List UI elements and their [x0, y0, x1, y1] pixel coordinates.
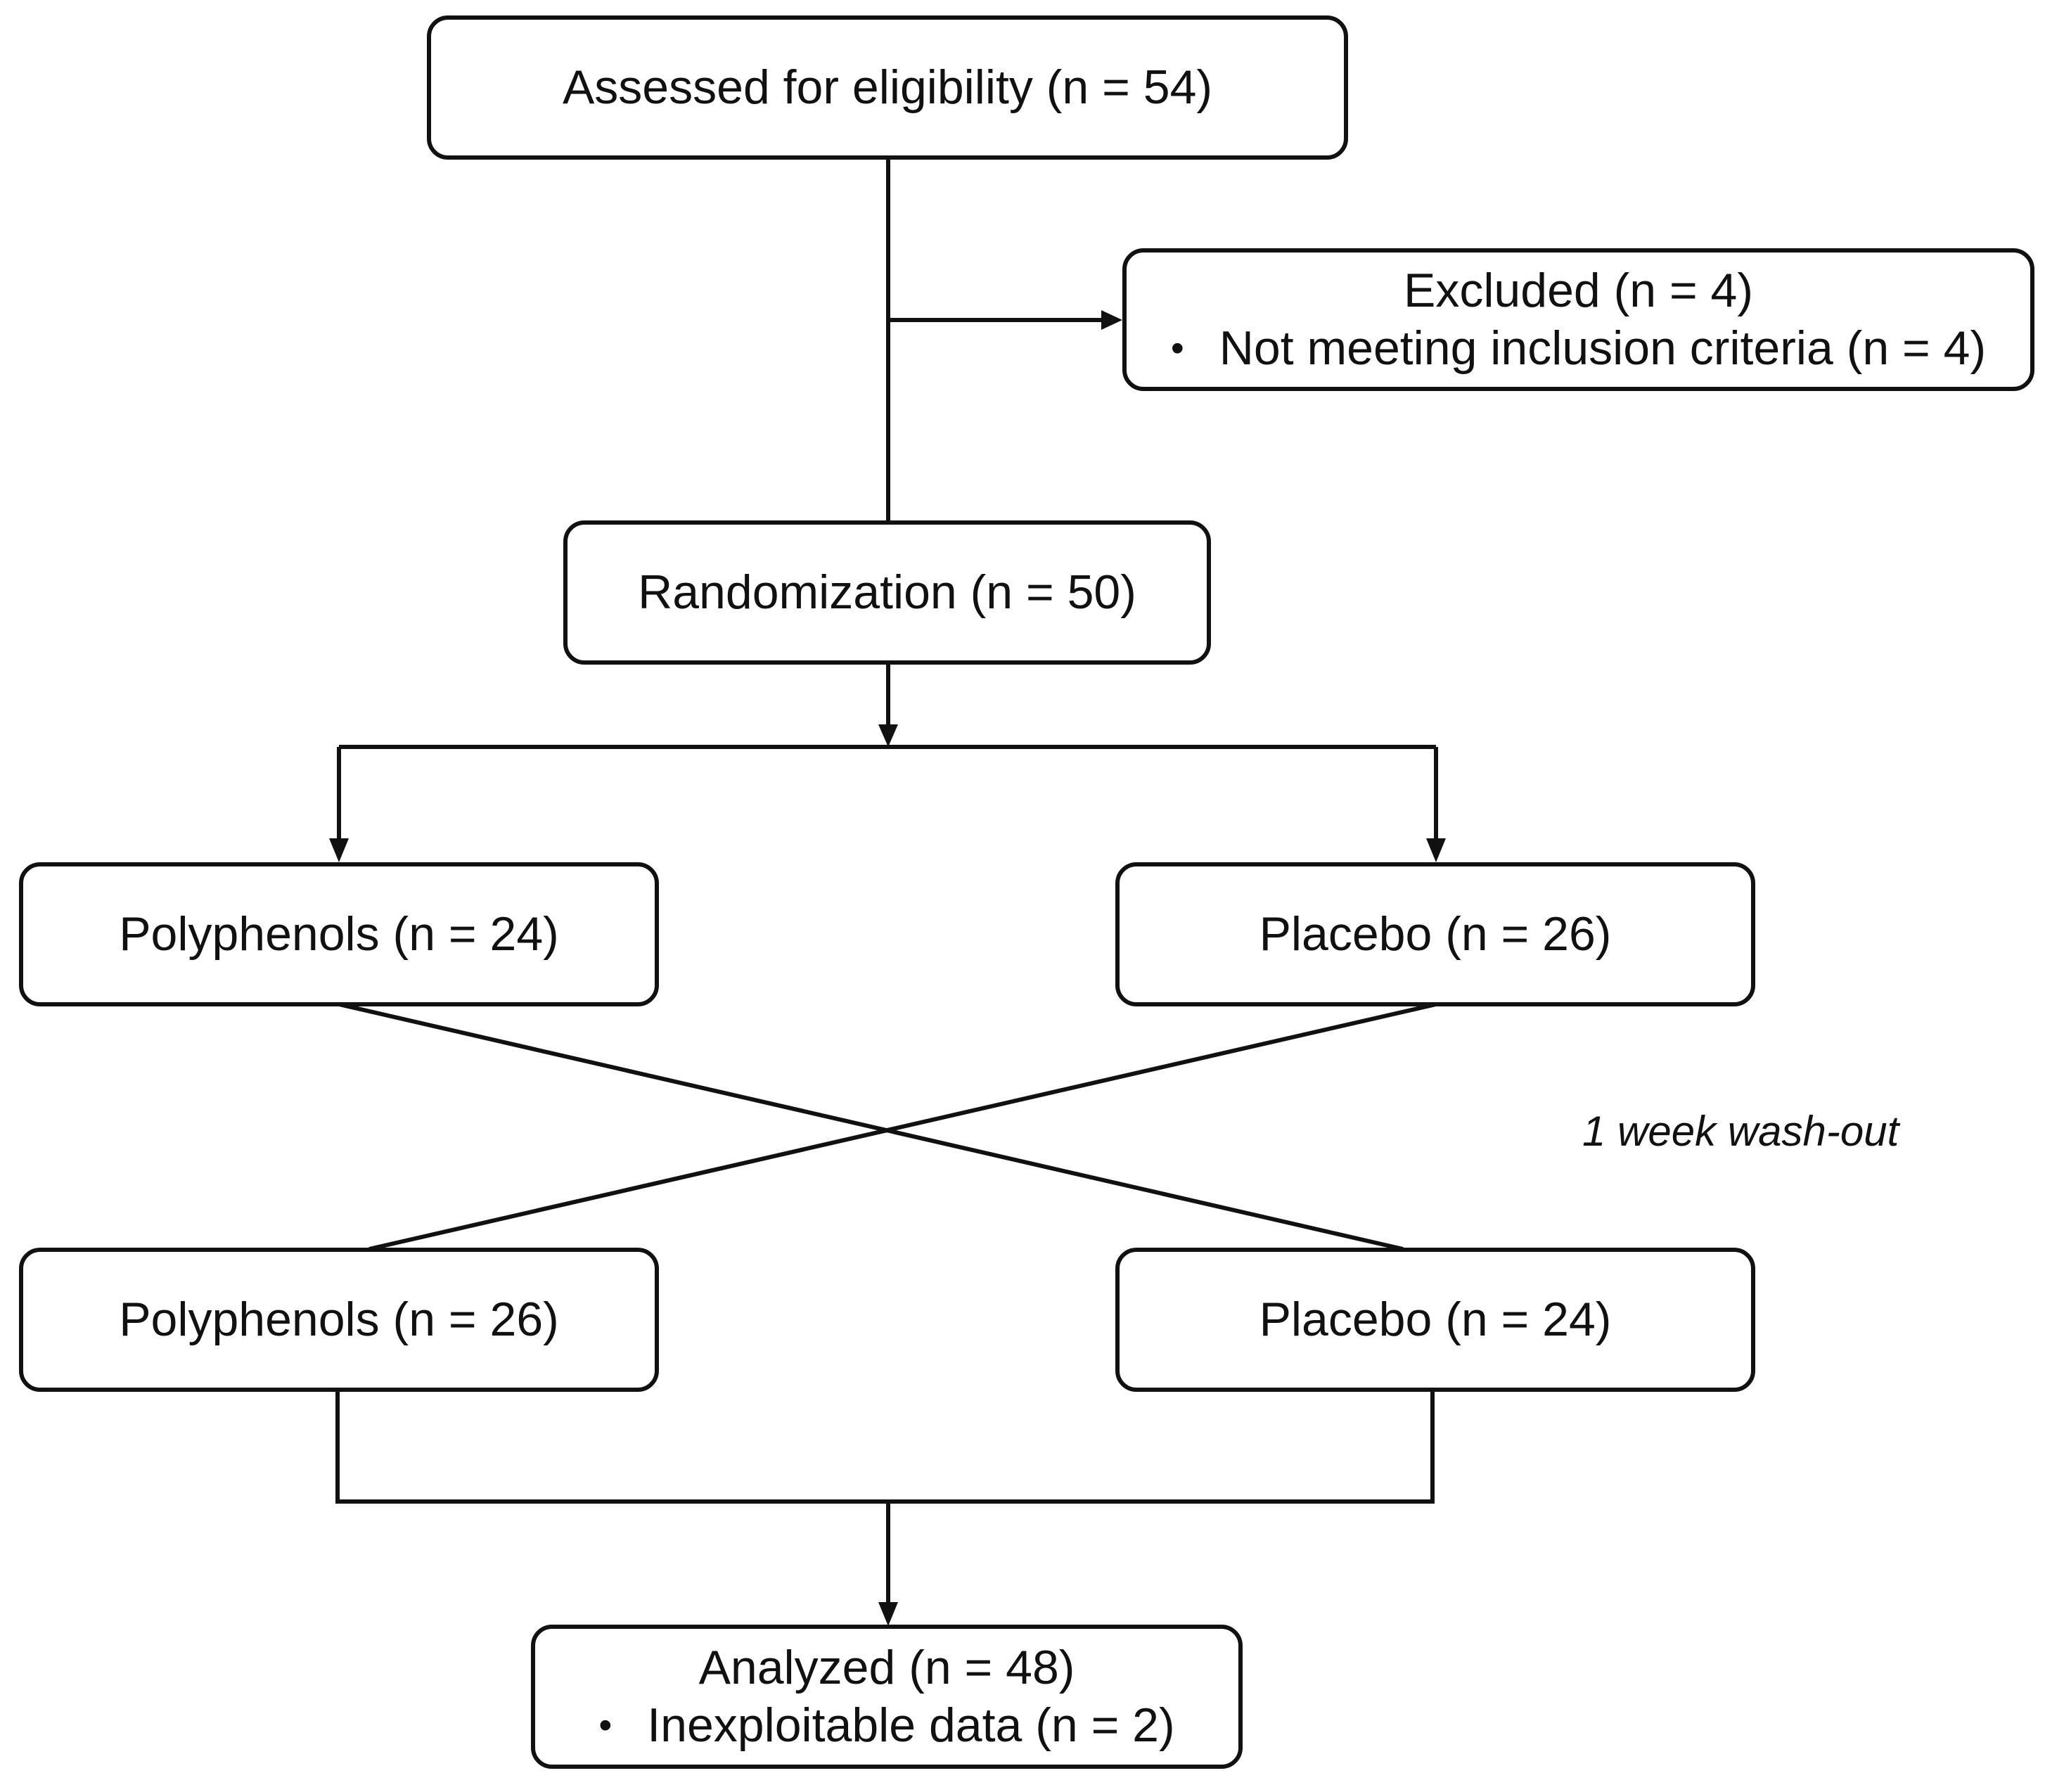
period1-polyphenols-label: Polyphenols (n = 24)	[119, 907, 559, 961]
arrowhead-excluded	[1101, 310, 1122, 330]
period2-polyphenols-box: Polyphenols (n = 26)	[19, 1248, 659, 1392]
analyzed-bullet-item: • Inexploitable data (n = 2)	[598, 1697, 1174, 1755]
analyzed-detail: Inexploitable data (n = 2)	[647, 1698, 1175, 1752]
crossover-line-right-to-left	[368, 1002, 1437, 1251]
period2-placebo-label: Placebo (n = 24)	[1259, 1292, 1612, 1346]
period2-placebo-box: Placebo (n = 24)	[1115, 1248, 1755, 1392]
washout-note: 1 week wash-out	[1582, 1108, 1899, 1155]
randomization-box: Randomization (n = 50)	[563, 520, 1211, 665]
analyzed-box: Analyzed (n = 48) • Inexploitable data (…	[531, 1625, 1243, 1769]
randomization-label: Randomization (n = 50)	[638, 565, 1136, 619]
period1-placebo-label: Placebo (n = 26)	[1259, 907, 1612, 961]
arrowhead-analyzed	[878, 1602, 898, 1626]
arrowhead-period1-left	[329, 838, 349, 862]
assessed-label: Assessed for eligibility (n = 54)	[562, 60, 1213, 114]
bullet-icon: •	[1170, 326, 1184, 369]
analyzed-title: Analyzed (n = 48)	[698, 1640, 1075, 1694]
period2-polyphenols-label: Polyphenols (n = 26)	[119, 1292, 559, 1346]
arrowhead-period1-right	[1426, 838, 1446, 862]
period1-polyphenols-box: Polyphenols (n = 24)	[19, 862, 659, 1006]
crossover-line-left-to-right	[338, 1002, 1404, 1251]
excluded-box: Excluded (n = 4) • Not meeting inclusion…	[1122, 248, 2034, 391]
arrowhead-randomization	[878, 724, 898, 747]
period1-placebo-box: Placebo (n = 26)	[1115, 862, 1755, 1006]
bullet-icon: •	[598, 1703, 613, 1746]
excluded-title: Excluded (n = 4)	[1403, 263, 1754, 317]
assessed-box: Assessed for eligibility (n = 54)	[427, 15, 1348, 160]
excluded-bullet-item: • Not meeting inclusion criteria (n = 4)	[1171, 320, 1986, 378]
excluded-reason: Not meeting inclusion criteria (n = 4)	[1219, 321, 1987, 375]
